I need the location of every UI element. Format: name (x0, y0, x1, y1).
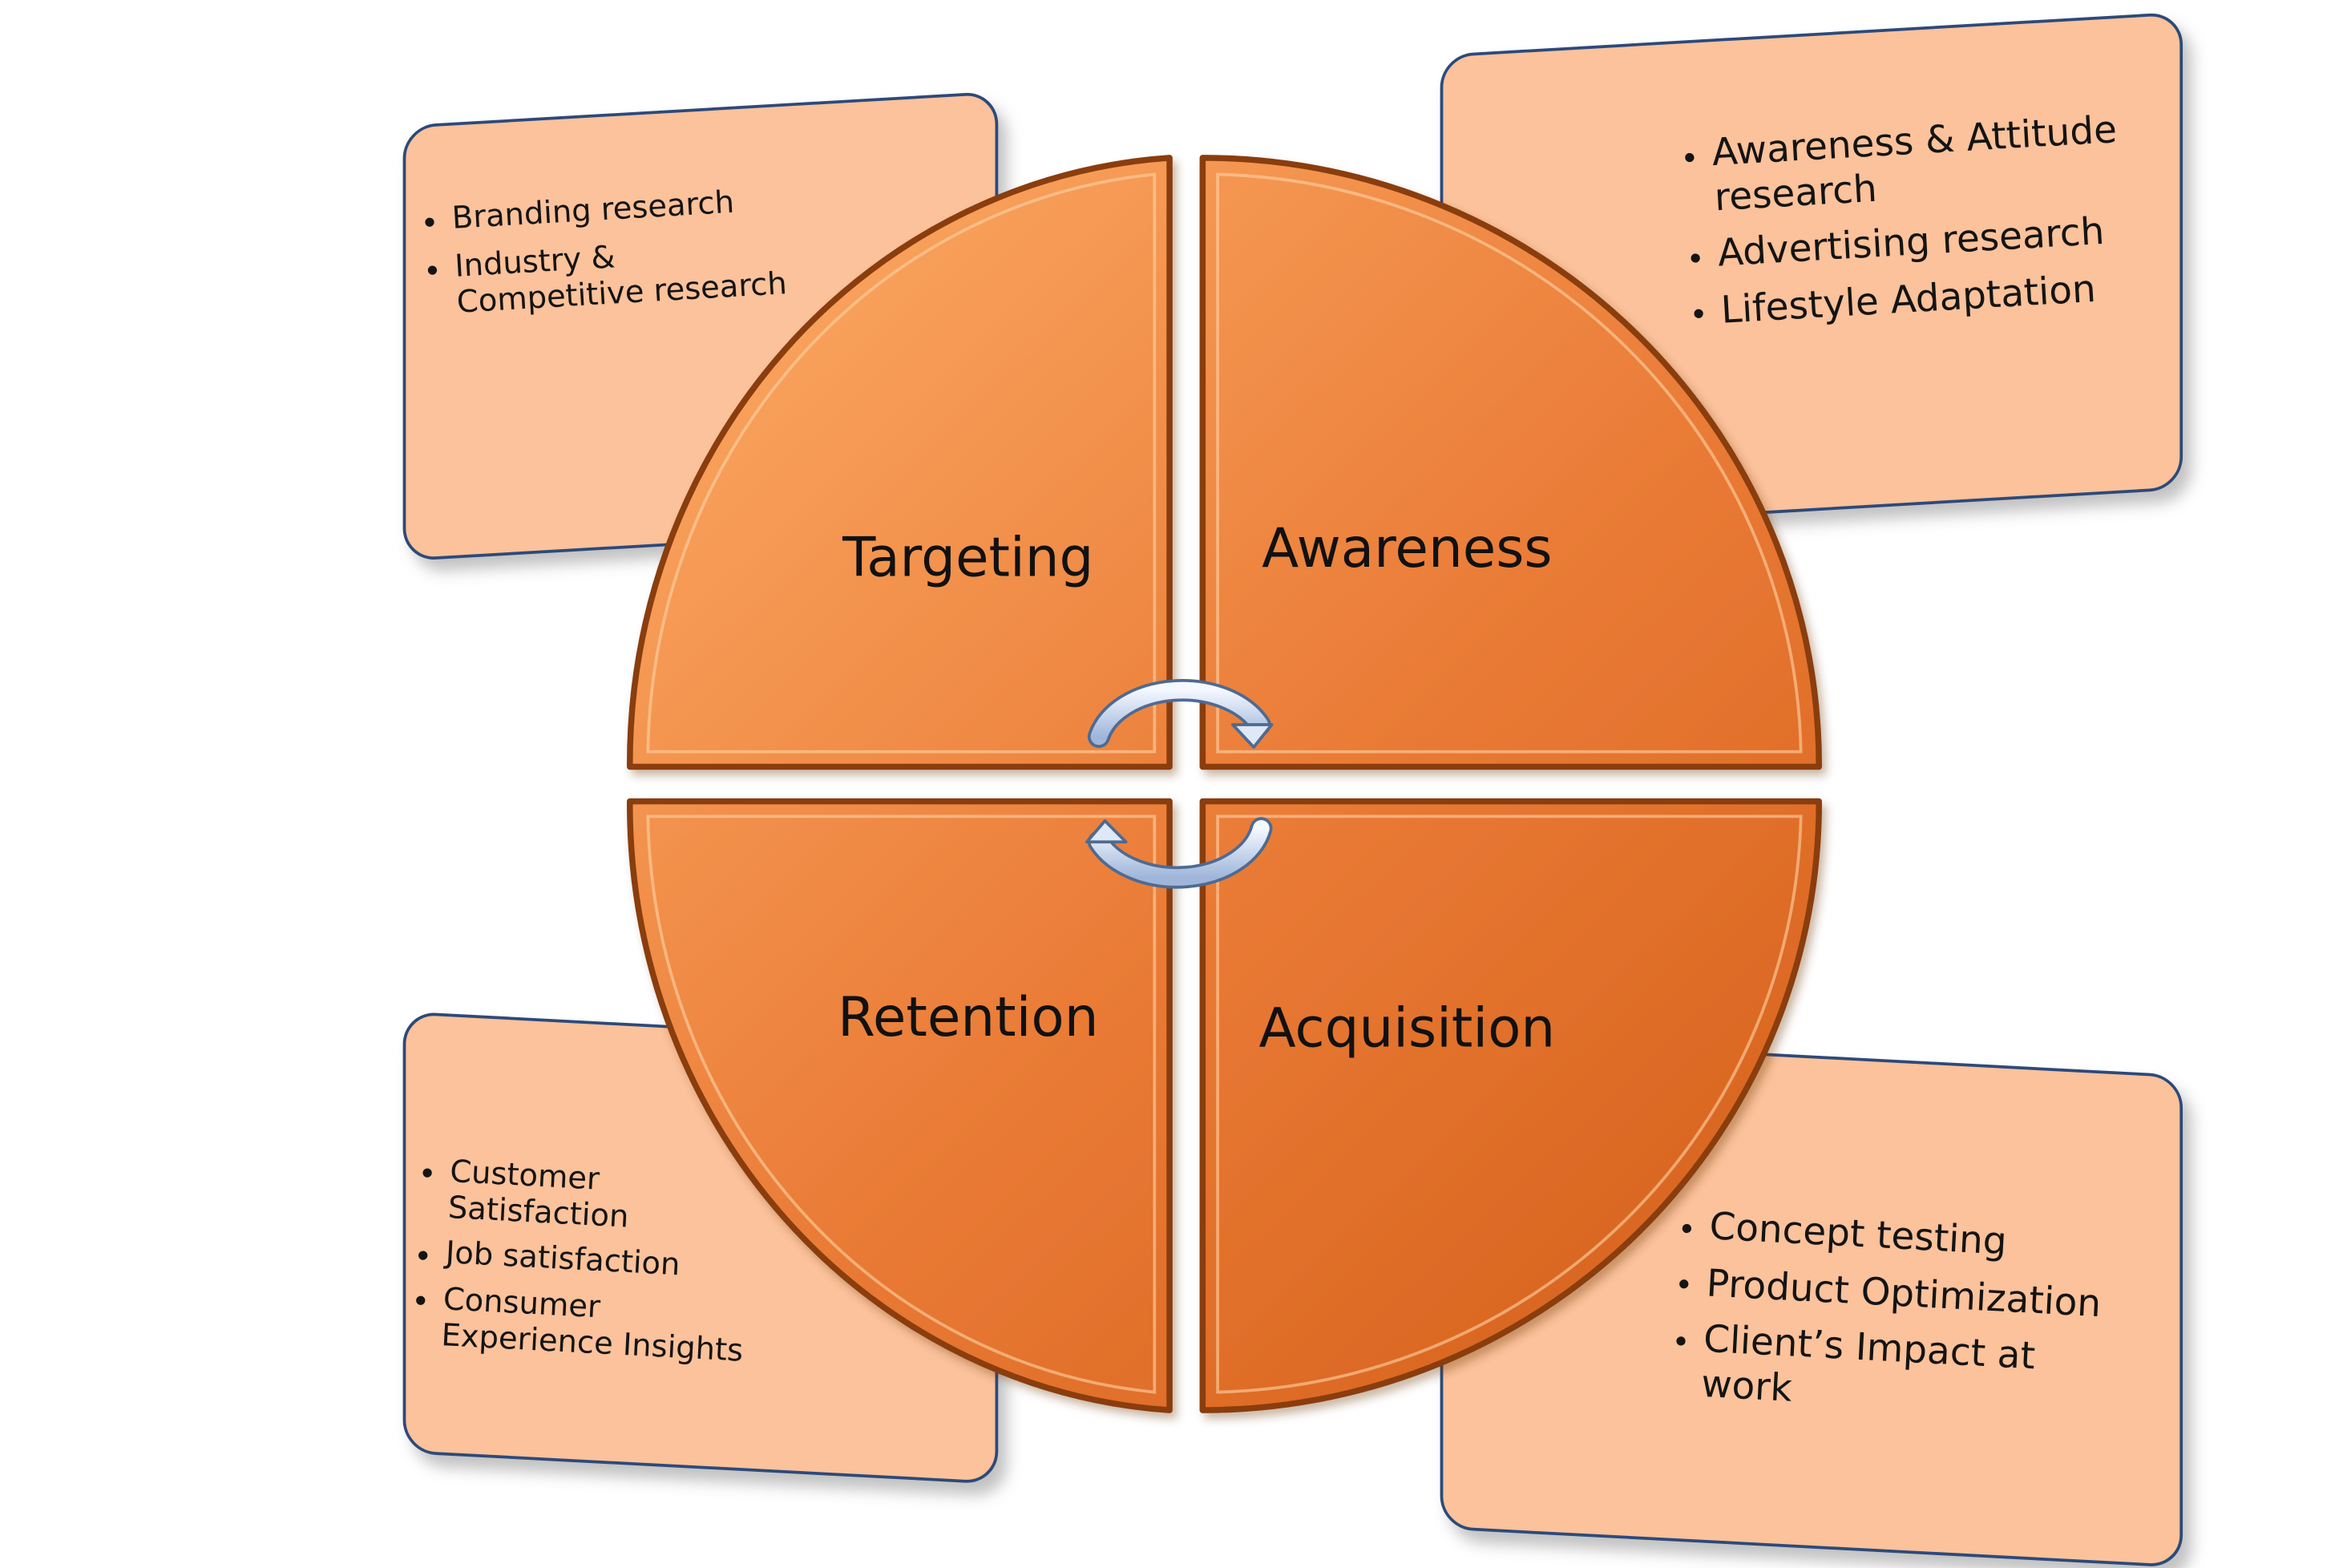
quadrant-label-targeting: Targeting (842, 525, 1093, 588)
quadrant-label-retention: Retention (838, 985, 1098, 1049)
quadrant-acquisition (1199, 798, 1822, 1413)
quadrant-retention (627, 798, 1173, 1413)
quadrant-label-acquisition: Acquisition (1259, 996, 1556, 1059)
cycle-arrow-icon (1085, 817, 1273, 889)
quadrant-awareness (1199, 155, 1822, 770)
quadrant-targeting (627, 155, 1173, 770)
cycle-arrow-icon (1087, 679, 1274, 749)
quadrant-label-awareness: Awareness (1262, 516, 1552, 580)
